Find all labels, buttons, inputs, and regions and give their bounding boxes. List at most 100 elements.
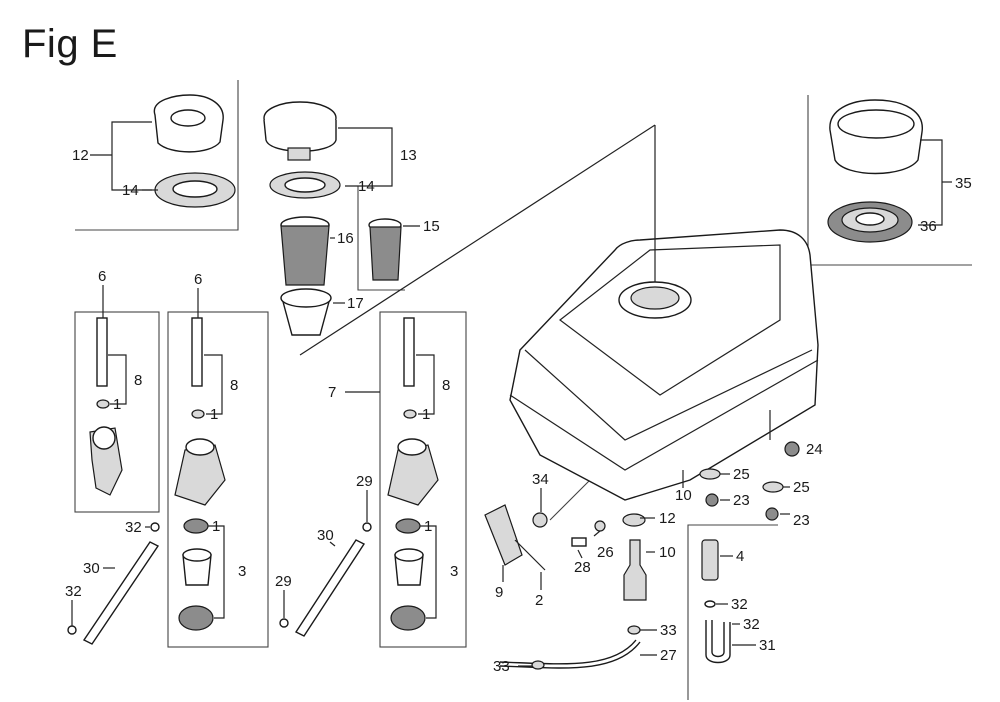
callout-13: 12 (72, 147, 89, 164)
cock-a-nut (92, 426, 116, 450)
bolt-7-icon (403, 317, 415, 387)
leader-8a (108, 354, 127, 405)
ring-1c (395, 518, 421, 534)
callout-26: 26 (597, 544, 614, 561)
washer-12-icon (622, 513, 646, 527)
callout-23a: 23 (733, 492, 750, 509)
fuel-tube-30a-icon (82, 541, 160, 645)
callout-18: 17 (347, 295, 364, 312)
strainer-ring-18-icon (281, 297, 331, 336)
tank-seam (509, 359, 819, 471)
tubes-group (67, 522, 641, 670)
clip-27a-icon (279, 618, 289, 628)
clip-32b-icon (67, 625, 77, 635)
cap-13-group (153, 94, 236, 208)
callout-8c: 8 (442, 377, 450, 394)
clip-32c-icon (704, 600, 716, 608)
callout-35: 35 (955, 175, 972, 192)
nut-23b-icon (765, 507, 779, 521)
tank-fittings-group (484, 441, 800, 601)
leader-13 (111, 121, 152, 191)
callout-25b: 25 (793, 479, 810, 496)
callout-14: 13 (400, 147, 417, 164)
lever-9-icon (484, 504, 523, 566)
callout-28: 28 (574, 559, 591, 576)
leader-3b (208, 525, 225, 619)
callout-7: 7 (328, 384, 336, 401)
strainer-group (280, 216, 402, 336)
callout-1e: 1 (424, 518, 432, 535)
leader-28 (577, 549, 583, 559)
callout-33a: 33 (493, 658, 510, 675)
tank-filler-hole (630, 286, 680, 310)
frame-cock-6b (167, 311, 269, 648)
strainer-ring-18-top (280, 288, 332, 308)
fuel-cap-14-icon (263, 119, 337, 152)
cock-c-top (397, 438, 427, 456)
callout-3c: 3 (450, 563, 458, 580)
callout-36: 36 (920, 218, 937, 235)
gasket-36-hole (855, 212, 885, 226)
gasket-15b-hole (284, 177, 326, 193)
clip-27b-icon (362, 522, 372, 532)
clip-32a-icon (150, 522, 160, 532)
cock-c-group (387, 317, 439, 631)
leader-8b (204, 354, 223, 415)
leader-14 (338, 127, 393, 187)
callout-32c: 32 (731, 596, 748, 613)
callout-10: 10 (675, 487, 692, 504)
callout-33b: 33 (660, 622, 677, 639)
washer-1a (96, 399, 110, 409)
cock-b-top (185, 438, 215, 456)
leader-3c (420, 525, 437, 619)
callout-labels: 12 14 13 14 16 15 17 35 36 6 6 8 1 8 1 8… (65, 147, 972, 675)
washer-26-icon (594, 520, 606, 532)
callout-11: 10 (659, 544, 676, 561)
frame-cock-7 (379, 311, 467, 648)
clip-33a-icon (531, 660, 545, 670)
callout-25a: 25 (733, 466, 750, 483)
cap-14-neck (287, 147, 311, 161)
callout-31: 31 (759, 637, 776, 654)
callout-1a: 1 (113, 396, 121, 413)
nut-24-icon (784, 441, 800, 457)
screw-2-icon (514, 539, 546, 571)
tank-top-edge (524, 349, 813, 441)
callout-32d: 32 (743, 616, 760, 633)
tank-top-panel (559, 244, 781, 396)
washer-1b (191, 409, 205, 419)
callout-8b: 8 (230, 377, 238, 394)
cap-emblem (170, 109, 206, 127)
leader-tank-strainer (299, 124, 656, 356)
washer-25a-icon (699, 468, 721, 480)
clip-33b-icon (627, 625, 641, 635)
frame-strainer-16 (357, 186, 405, 291)
frame-cap-13 (75, 80, 239, 231)
fuel-cock-11-icon (623, 539, 647, 601)
callout-2: 2 (535, 592, 543, 609)
callout-6b: 6 (194, 271, 202, 288)
callout-16: 15 (423, 218, 440, 235)
callout-17: 16 (337, 230, 354, 247)
callout-9: 9 (495, 584, 503, 601)
ring-1b (183, 518, 209, 534)
callout-3b: 3 (238, 563, 246, 580)
cap-35-group (827, 99, 923, 243)
callout-8a: 8 (134, 372, 142, 389)
frame-cock-6a (74, 311, 160, 513)
fuel-tube-29-inner (499, 639, 637, 665)
callout-27b: 29 (356, 473, 373, 490)
frame-filter (687, 524, 778, 700)
callout-34: 34 (532, 471, 549, 488)
callout-27a: 29 (275, 573, 292, 590)
callout-4: 4 (736, 548, 744, 565)
callout-24: 24 (806, 441, 823, 458)
fuel-filter-4-icon (701, 539, 719, 581)
strainer-17-icon (280, 225, 330, 286)
tube-31-inner (711, 620, 725, 658)
callout-29: 27 (660, 647, 677, 664)
cock-b-group (174, 317, 226, 631)
nut-23a-icon (705, 493, 719, 507)
cap-35-top (837, 109, 915, 139)
